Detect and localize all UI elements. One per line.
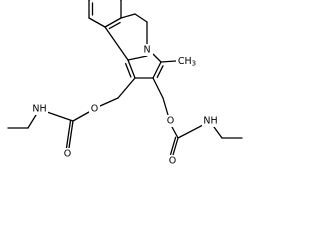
right-carbonyl-bond-inner bbox=[169, 136, 177, 155]
atom-labels: N CH3 O O NH O O NH bbox=[31, 44, 219, 167]
bonds bbox=[7, 0, 243, 156]
left-carbonyl-bond bbox=[68, 120, 74, 149]
ring-bond-c6 bbox=[120, 13, 136, 19]
left-amide-label: NH bbox=[32, 104, 46, 115]
right-amide-bg bbox=[202, 115, 219, 127]
left-carbonyl-oxygen-bg bbox=[62, 148, 73, 160]
methyl-bg bbox=[176, 55, 198, 67]
right-carbonyl-oxygen-bg bbox=[167, 155, 178, 167]
left-o-c-bond bbox=[72, 111, 90, 122]
right-c-n-bond bbox=[177, 124, 204, 139]
ring-nitrogen-bg bbox=[141, 44, 153, 56]
left-carbonyl-bond-inner bbox=[65, 119, 72, 149]
right-n-ethyl-bond bbox=[213, 126, 223, 139]
right-ch2-bond bbox=[152, 77, 164, 99]
pyrrole-bond-c3-c2 bbox=[152, 61, 162, 79]
benzene-bond-1 bbox=[104, 17, 122, 28]
ring-bond-c9b-benzene bbox=[104, 26, 129, 61]
benzene-bond-6 bbox=[88, 17, 106, 28]
left-n-ethyl-bond bbox=[27, 114, 37, 129]
methyl-bond bbox=[160, 60, 177, 63]
pyrrole-bond-c1-c9b bbox=[127, 59, 136, 79]
methyl-label: CH3 bbox=[178, 56, 196, 68]
molecule-structure: N CH3 O O NH O O NH bbox=[7, 0, 243, 167]
pyrrole-bond-n-c3 bbox=[152, 53, 162, 63]
pyrrole-bond-c1-c9b-inner bbox=[124, 62, 132, 78]
right-ester-oxygen-label: O bbox=[167, 116, 174, 127]
right-o-c-bond bbox=[171, 126, 179, 139]
left-ch2-bond bbox=[117, 77, 136, 99]
ring-bond-c5 bbox=[134, 13, 148, 23]
left-ch2-o-bond bbox=[99, 97, 119, 107]
left-ester-oxygen-bg bbox=[89, 103, 100, 115]
right-carbonyl-bond bbox=[172, 137, 179, 156]
right-ester-oxygen-bg bbox=[165, 115, 176, 127]
right-amide-label: NH bbox=[203, 116, 217, 127]
ring-bond-n-c9b bbox=[127, 55, 148, 61]
right-carbonyl-oxygen-label: O bbox=[169, 156, 176, 167]
ring-nitrogen-label: N bbox=[143, 45, 150, 56]
left-carbonyl-oxygen-label: O bbox=[64, 149, 71, 160]
right-ch2-o-bond bbox=[162, 97, 169, 116]
left-c-n-bond bbox=[46, 111, 74, 122]
benzene-bond-1-inner bbox=[108, 21, 121, 30]
left-amide-bg bbox=[31, 103, 48, 115]
left-ester-oxygen-label: O bbox=[91, 104, 98, 115]
pyrrole-bond-c3-c2-inner bbox=[156, 65, 164, 78]
